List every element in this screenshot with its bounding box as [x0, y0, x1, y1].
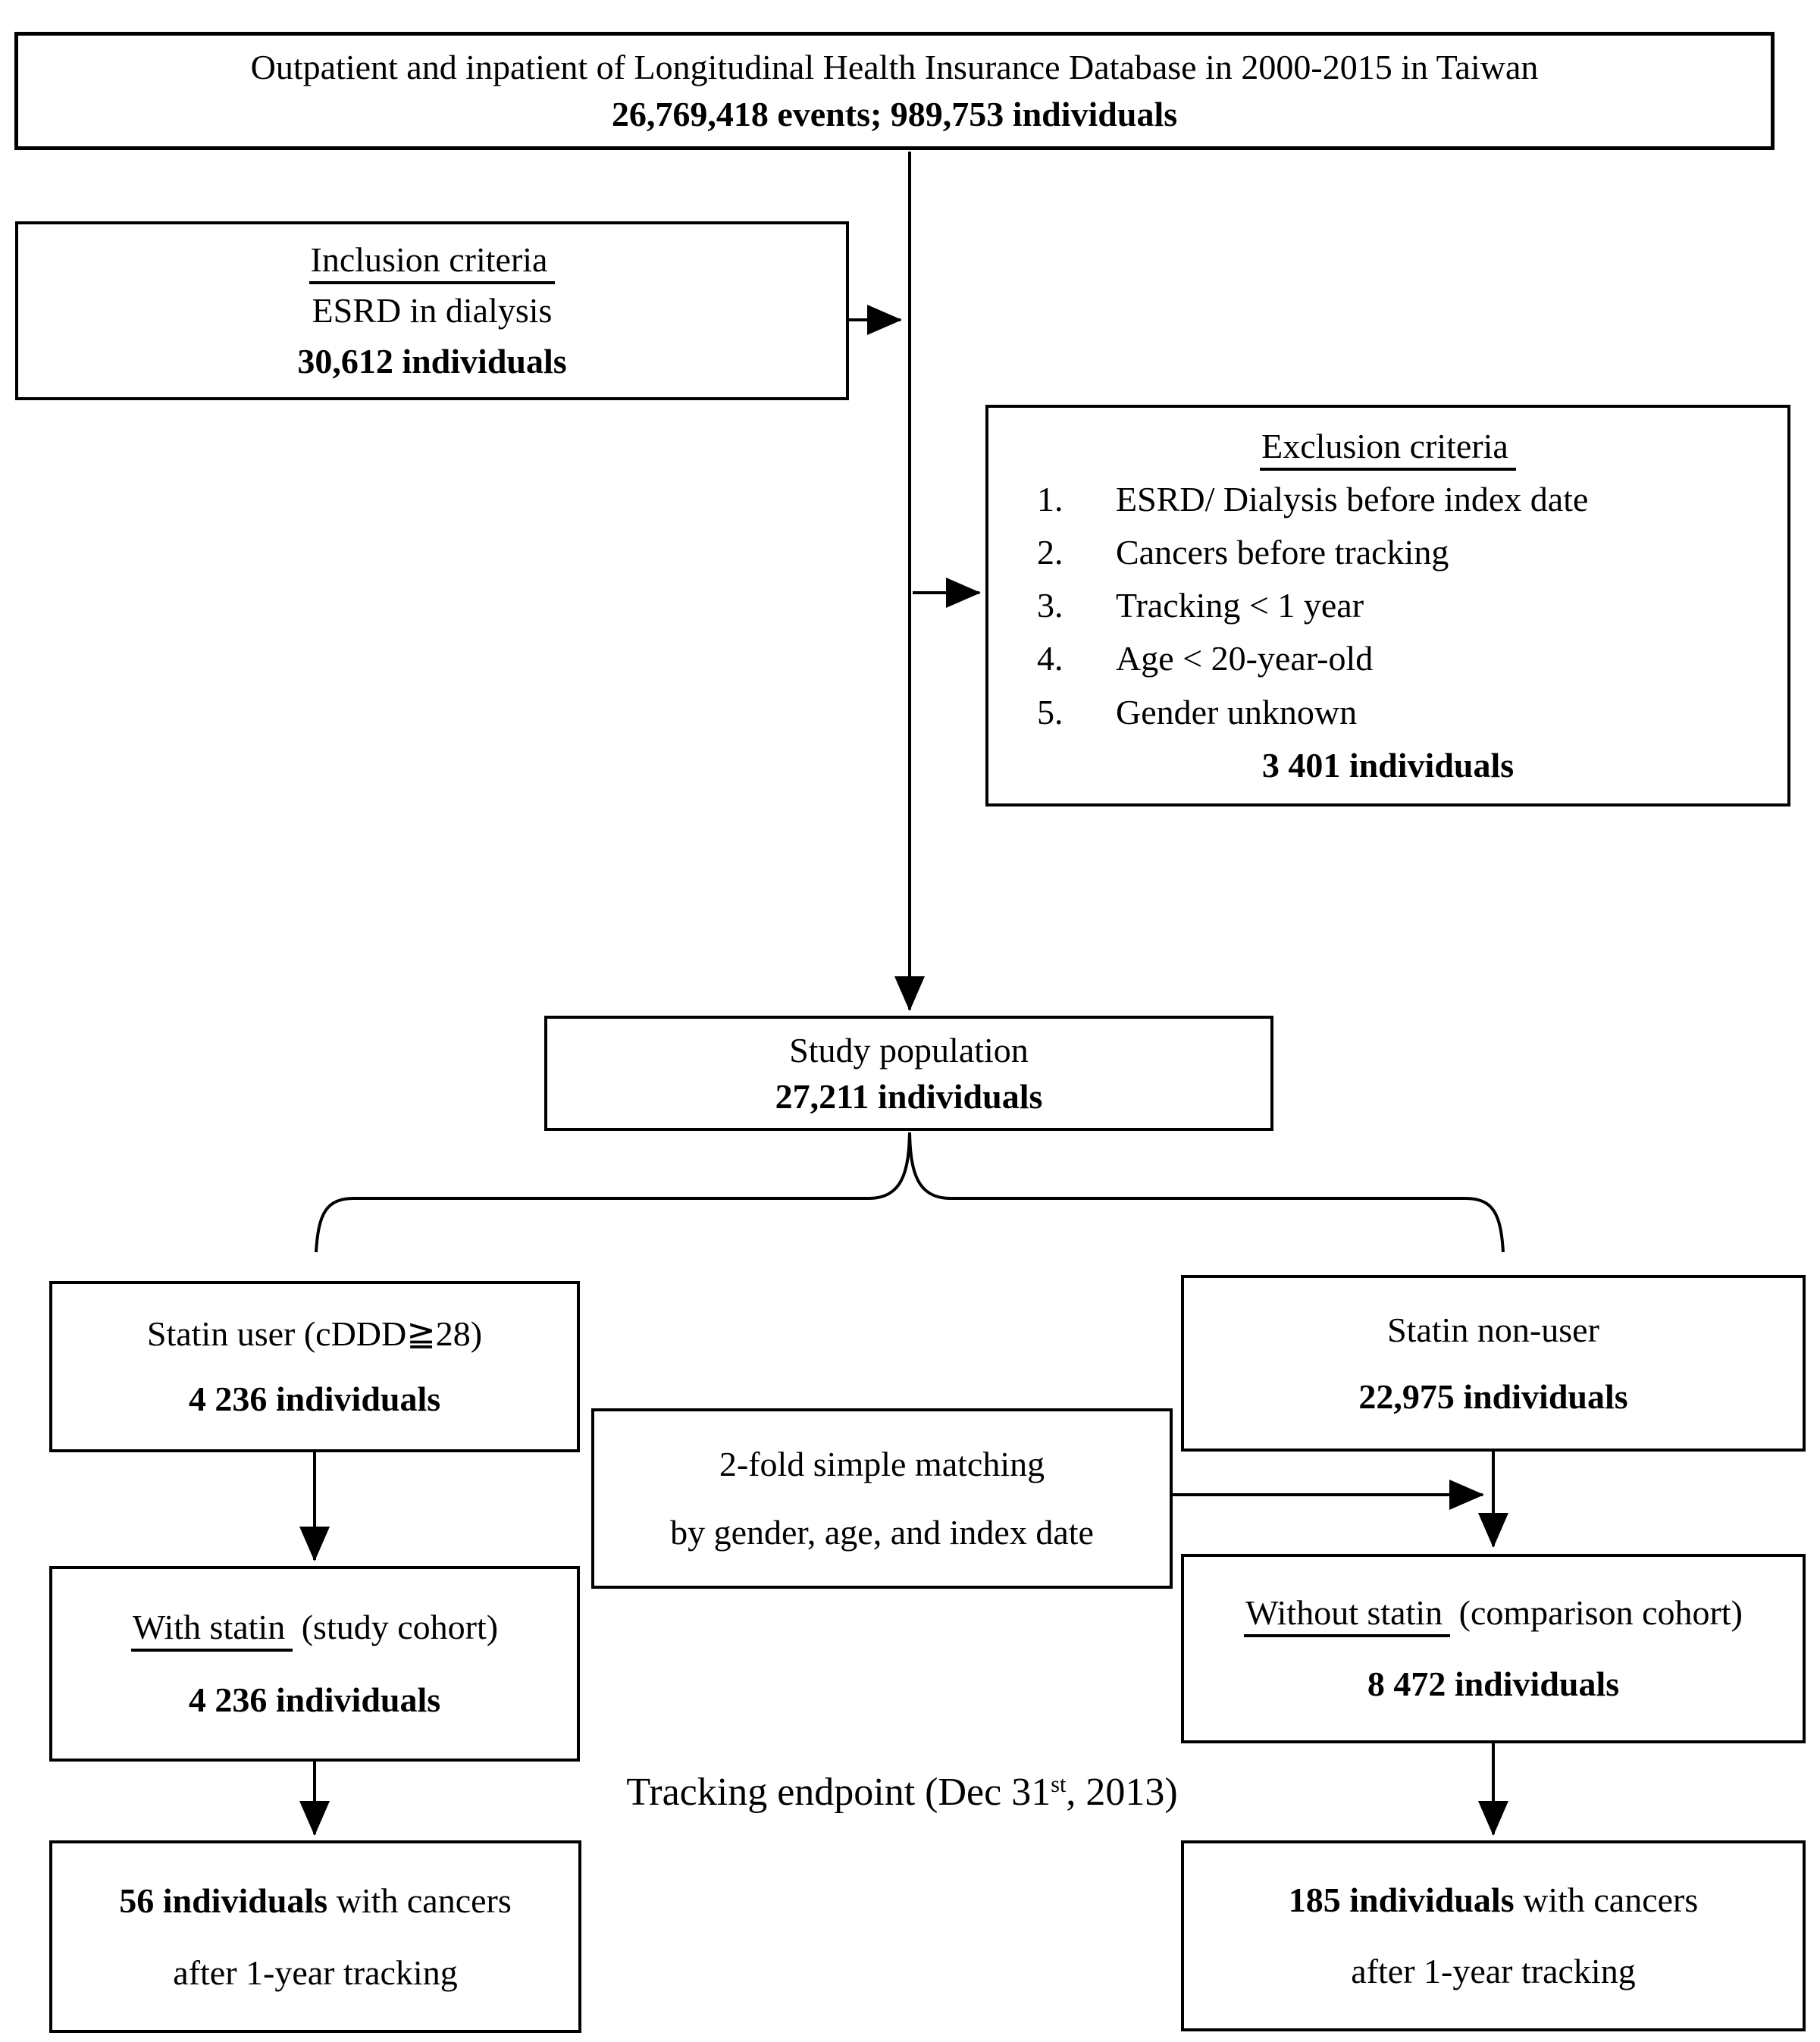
matching-line2: by gender, age, and index date	[670, 1513, 1094, 1552]
database-box: Outpatient and inpatient of Longitudinal…	[14, 32, 1775, 150]
exclusion-item: 2. Cancers before tracking	[998, 533, 1778, 572]
without-statin-rest: (comparison cohort)	[1450, 1593, 1743, 1633]
statin-nonuser-box: Statin non-user 22,975 individuals	[1181, 1275, 1806, 1452]
statin-user-title: Statin user (cDDD≧28)	[146, 1314, 483, 1354]
study-population-box: Study population 27,211 individuals	[544, 1016, 1273, 1131]
with-statin-count: 4 236 individuals	[188, 1680, 441, 1720]
tracking-endpoint-note: Tracking endpoint (Dec 31st, 2013)	[531, 1770, 1273, 1815]
exclusion-item-text: Gender unknown	[1116, 692, 1358, 731]
exclusion-box: Exclusion criteria 1. ESRD/ Dialysis bef…	[985, 405, 1790, 806]
inclusion-box: Inclusion criteria ESRD in dialysis 30,6…	[15, 221, 849, 400]
with-statin-rest: (study cohort)	[293, 1607, 499, 1646]
without-statin-box: Without statin (comparison cohort) 8 472…	[1181, 1554, 1806, 1743]
exclusion-item-number: 1.	[1037, 479, 1063, 518]
without-statin-count: 8 472 individuals	[1367, 1665, 1620, 1704]
exclusion-item-number: 2.	[1037, 533, 1063, 572]
exclusion-item-text: Tracking < 1 year	[1116, 586, 1364, 625]
inclusion-criterion: ESRD in dialysis	[312, 291, 553, 330]
statin-nonuser-title: Statin non-user	[1387, 1310, 1599, 1349]
statin-nonuser-count: 22,975 individuals	[1358, 1376, 1628, 1416]
cancer-right-line2: after 1-year tracking	[1351, 1952, 1636, 1991]
tracking-endpoint-suffix: , 2013)	[1066, 1771, 1178, 1814]
study-population-title: Study population	[789, 1030, 1029, 1070]
inclusion-title: Inclusion criteria	[309, 240, 556, 285]
cancer-outcome-right-box: 185 individuals with cancers after 1-yea…	[1181, 1840, 1806, 2031]
with-statin-underlined: With statin	[130, 1607, 293, 1652]
study-population-count: 27,211 individuals	[775, 1076, 1043, 1116]
tracking-endpoint-superscript: st	[1051, 1771, 1067, 1798]
exclusion-title: Exclusion criteria	[1260, 426, 1516, 471]
tracking-endpoint-prefix: Tracking endpoint (Dec 31	[626, 1771, 1051, 1814]
exclusion-item-number: 3.	[1037, 586, 1063, 625]
with-statin-box: With statin (study cohort) 4 236 individ…	[49, 1566, 580, 1762]
cancer-left-line2: after 1-year tracking	[173, 1953, 458, 1992]
cancer-left-count: 56 individuals	[119, 1881, 328, 1920]
cancer-right-rest: with cancers	[1514, 1880, 1699, 1919]
without-statin-underlined: Without statin	[1244, 1593, 1451, 1638]
database-title: Outpatient and inpatient of Longitudinal…	[250, 48, 1539, 87]
statin-user-box: Statin user (cDDD≧28) 4 236 individuals	[49, 1281, 580, 1452]
exclusion-item-text: Age < 20-year-old	[1116, 639, 1374, 678]
exclusion-item: 1. ESRD/ Dialysis before index date	[998, 480, 1778, 519]
database-count: 26,769,418 events; 989,753 individuals	[611, 95, 1178, 134]
exclusion-item-text: Cancers before tracking	[1116, 533, 1449, 572]
exclusion-item-number: 4.	[1037, 639, 1063, 678]
exclusion-item: 3. Tracking < 1 year	[998, 586, 1778, 625]
exclusion-item-text: ESRD/ Dialysis before index date	[1116, 479, 1589, 518]
split-brace	[315, 1132, 1505, 1253]
cancer-left-rest: with cancers	[327, 1881, 512, 1920]
matching-line1: 2-fold simple matching	[719, 1445, 1045, 1484]
exclusion-count: 3 401 individuals	[1261, 745, 1515, 785]
cancer-outcome-left-box: 56 individuals with cancers after 1-year…	[49, 1840, 581, 2033]
inclusion-count: 30,612 individuals	[297, 342, 567, 381]
statin-user-count: 4 236 individuals	[188, 1380, 441, 1419]
exclusion-item-number: 5.	[1037, 692, 1063, 731]
matching-box: 2-fold simple matching by gender, age, a…	[591, 1408, 1173, 1589]
exclusion-item: 4. Age < 20-year-old	[998, 639, 1778, 678]
cancer-right-count: 185 individuals	[1288, 1880, 1515, 1919]
exclusion-item: 5. Gender unknown	[998, 693, 1778, 732]
